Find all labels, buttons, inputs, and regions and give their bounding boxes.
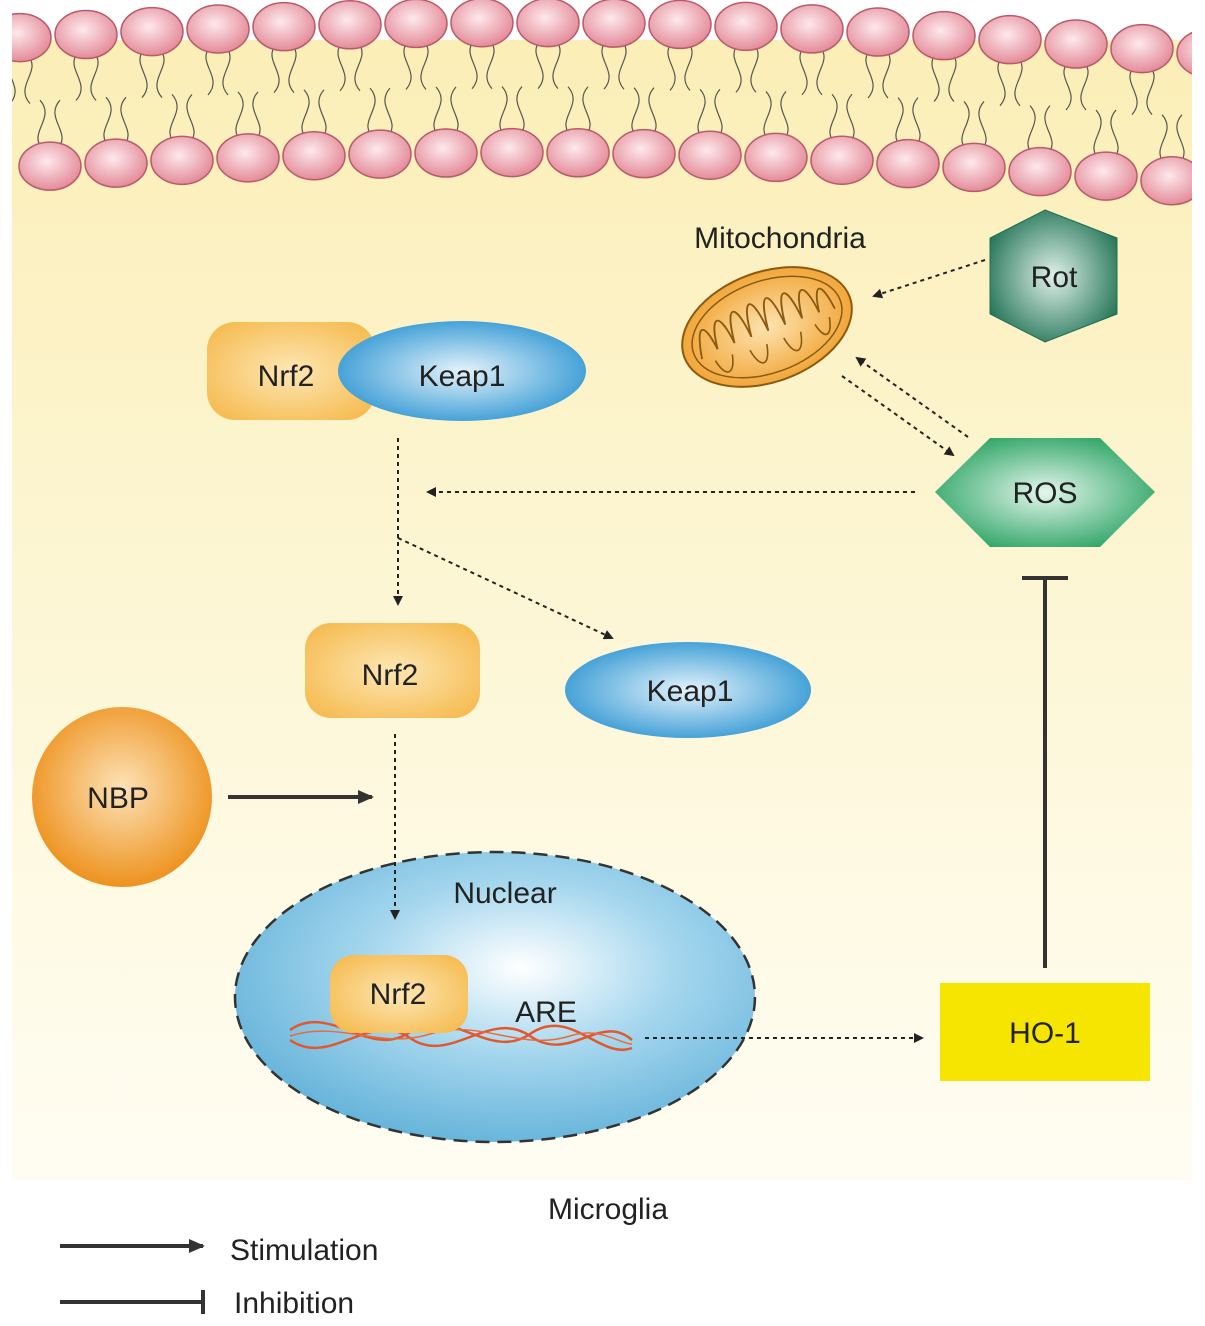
lipid-head <box>1176 31 1192 75</box>
nbp-compound: NBP <box>32 707 212 887</box>
lipid-head <box>1074 151 1138 201</box>
lipid-head <box>780 4 844 54</box>
lipid-head <box>744 132 808 183</box>
cell-membrane <box>12 0 1205 206</box>
lipid-head <box>612 128 676 179</box>
lipid-head <box>12 12 52 63</box>
arrow-mitochondria-to-ros <box>841 375 955 457</box>
ho1-label: HO-1 <box>1009 1017 1081 1050</box>
lipid-head <box>678 130 742 180</box>
arrow-ros-to-mitochondria <box>855 356 969 438</box>
nrf2-free-label: Nrf2 <box>362 659 419 692</box>
lipid-head <box>1140 155 1192 206</box>
lipid-head <box>150 135 214 186</box>
lipid-head <box>384 0 448 49</box>
lipid-head <box>18 141 82 191</box>
legend-inhibition-symbol <box>60 1290 205 1314</box>
keap1-complex-label: Keap1 <box>419 360 506 393</box>
lipid-head <box>216 133 280 183</box>
lipid-head <box>978 14 1042 65</box>
lipid-head <box>846 7 910 57</box>
nrf2-nuclear-box <box>330 955 468 1033</box>
rot-molecule: Rot <box>989 209 1118 343</box>
lipid-head <box>912 10 976 61</box>
mitochondria-label: Mitochondria <box>694 222 866 255</box>
ros-label: ROS <box>1012 477 1077 510</box>
nrf2-complex-label: Nrf2 <box>258 360 315 393</box>
lipid-head <box>714 1 778 52</box>
lipid-heads <box>12 0 1192 206</box>
dna-strand <box>289 1026 633 1050</box>
lipid-head <box>348 129 412 179</box>
mitochondria <box>681 266 853 388</box>
ros-molecule: ROS <box>935 438 1155 547</box>
lipid-head <box>876 138 940 189</box>
inhibition-ho1-to-ros <box>1022 576 1068 968</box>
cell-label: Microglia <box>548 1193 668 1226</box>
lipid-head <box>582 0 646 48</box>
lipid-head <box>282 130 346 181</box>
nrf2-nuclear-label: Nrf2 <box>370 978 427 1011</box>
legend: Stimulation Inhibition <box>60 1234 378 1320</box>
lipid-head <box>54 9 118 60</box>
nrf2-free: Nrf2 <box>305 623 480 718</box>
nucleus: Nuclear Nrf2 ARE <box>233 850 757 1144</box>
lipid-head <box>414 128 478 178</box>
lipid-head <box>84 138 148 188</box>
arrow-rot-to-mitochondria <box>872 259 986 299</box>
lipid-head <box>186 4 250 54</box>
ho1-enzyme: HO-1 <box>940 983 1150 1081</box>
keap1-free: Keap1 <box>565 642 811 738</box>
lipid-head <box>1110 23 1174 74</box>
lipid-head <box>480 127 544 178</box>
legend-inhibition-label: Inhibition <box>234 1287 354 1320</box>
nrf2-keap1-complex: Nrf2 Keap1 <box>207 321 586 421</box>
lipid-head <box>648 0 712 50</box>
legend-stimulation-label: Stimulation <box>230 1234 378 1267</box>
lipid-head <box>1008 146 1072 197</box>
lipid-head <box>810 135 874 185</box>
are-label: ARE <box>515 996 577 1029</box>
nbp-label: NBP <box>87 782 149 815</box>
lipid-head <box>942 142 1006 193</box>
lipid-head <box>450 0 514 48</box>
lipid-head <box>1044 19 1108 69</box>
lipid-head <box>516 0 580 48</box>
lipid-head <box>120 6 184 57</box>
keap1-free-label: Keap1 <box>647 675 734 708</box>
lipid-head <box>252 1 316 52</box>
nucleus-label: Nuclear <box>453 877 556 910</box>
lipid-head <box>318 0 382 50</box>
lipid-tail <box>1196 71 1205 119</box>
nrf2-complex-box <box>207 322 375 420</box>
rot-label: Rot <box>1031 261 1078 294</box>
lipid-head <box>546 128 610 178</box>
dna-strand <box>289 1028 633 1045</box>
keap1-complex-ellipse <box>338 321 586 421</box>
